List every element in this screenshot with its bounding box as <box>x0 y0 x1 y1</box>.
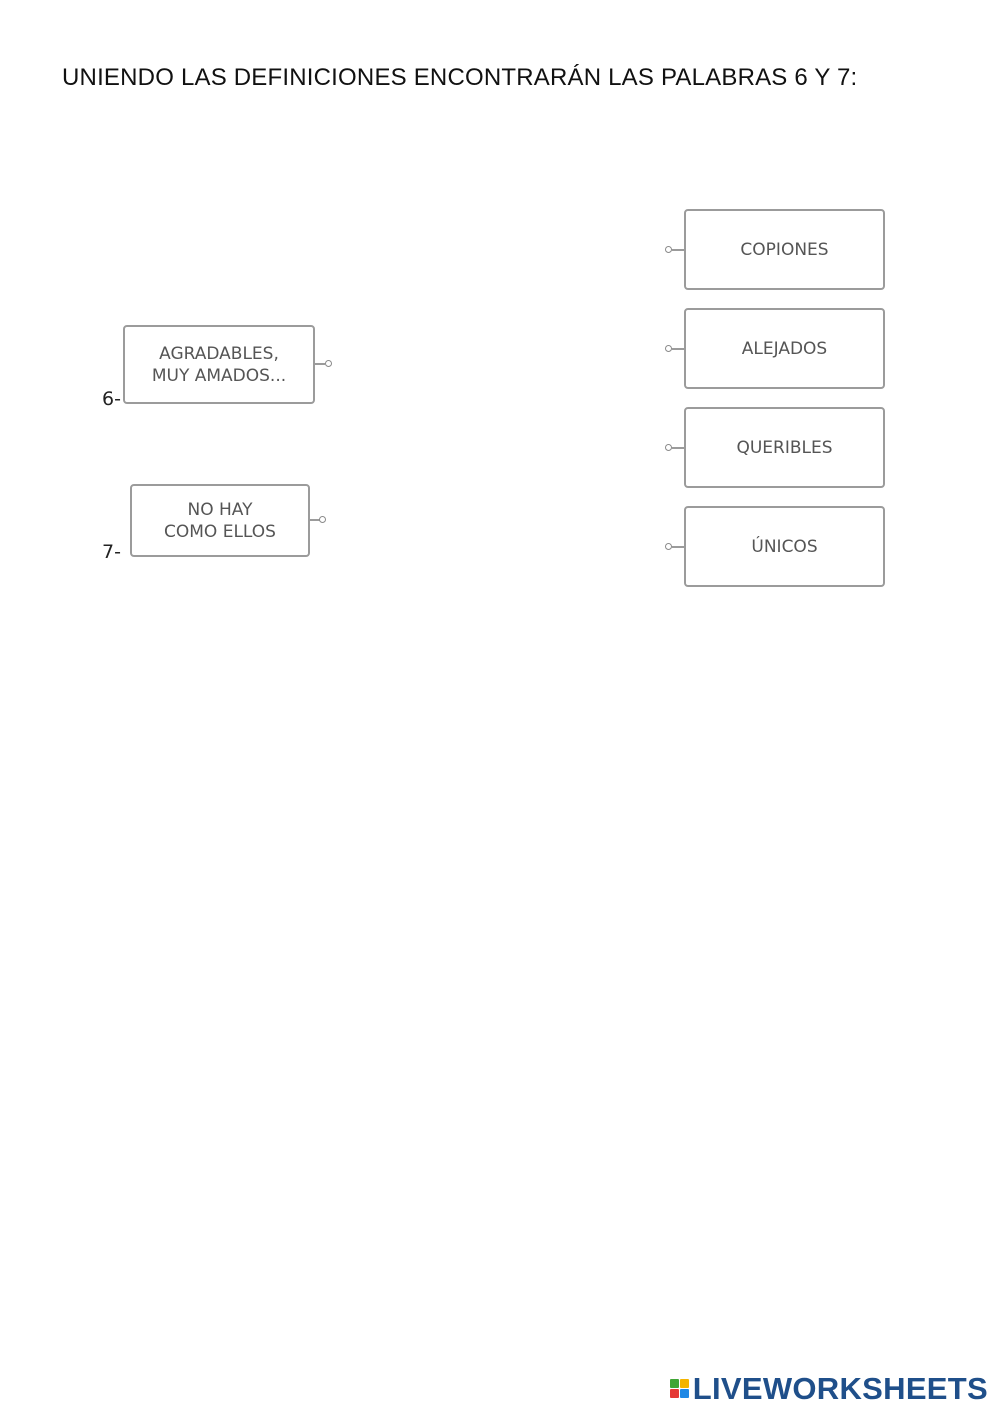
logo-square-green <box>669 1379 679 1388</box>
word-box-copiones[interactable]: COPIONES <box>684 209 885 290</box>
word-connector-copiones <box>672 249 685 251</box>
definition-number-6: 6- <box>102 388 121 410</box>
definition-anchor-6[interactable] <box>325 360 332 367</box>
logo-square-yellow <box>679 1379 689 1388</box>
logo-square-red <box>669 1389 679 1398</box>
definition-anchor-7[interactable] <box>319 516 326 523</box>
definition-box-7[interactable]: NO HAY COMO ELLOS <box>130 484 310 557</box>
logo-square-blue <box>679 1389 689 1398</box>
word-anchor-alejados[interactable] <box>665 345 672 352</box>
liveworksheets-logo: LIVEWORKSHEETS <box>669 1371 988 1406</box>
word-box-queribles[interactable]: QUERIBLES <box>684 407 885 488</box>
word-connector-alejados <box>672 348 685 350</box>
definition-connector-6 <box>315 363 325 365</box>
word-connector-queribles <box>672 447 685 449</box>
word-anchor-unicos[interactable] <box>665 543 672 550</box>
definition-connector-7 <box>310 519 320 521</box>
definition-box-6[interactable]: AGRADABLES, MUY AMADOS... <box>123 325 315 404</box>
logo-text: LIVEWORKSHEETS <box>692 1371 988 1406</box>
page-title: UNIENDO LAS DEFINICIONES ENCONTRARÁN LAS… <box>62 64 858 91</box>
word-box-alejados[interactable]: ALEJADOS <box>684 308 885 389</box>
logo-mark-icon <box>669 1379 689 1398</box>
definition-number-7: 7- <box>102 541 121 563</box>
word-connector-unicos <box>672 546 685 548</box>
word-box-unicos[interactable]: ÚNICOS <box>684 506 885 587</box>
word-anchor-queribles[interactable] <box>665 444 672 451</box>
word-anchor-copiones[interactable] <box>665 246 672 253</box>
